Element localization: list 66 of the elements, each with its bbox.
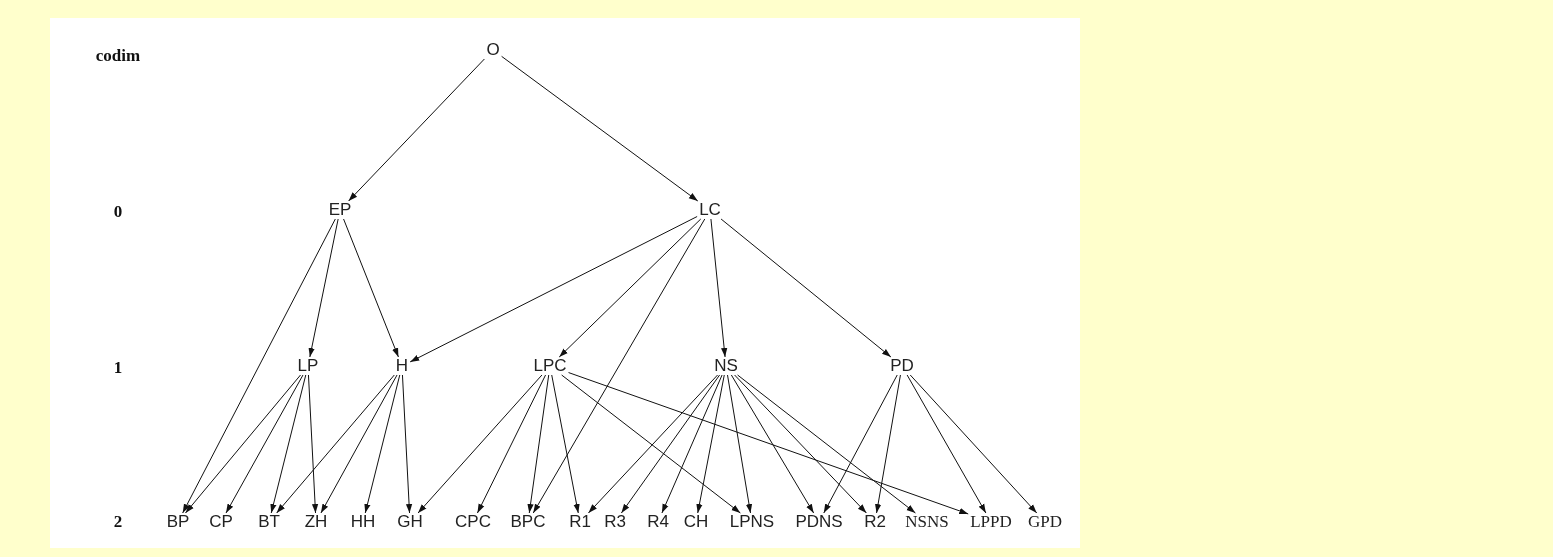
node-label: H <box>394 357 410 375</box>
arrow <box>720 218 892 358</box>
node-label: LPPD <box>969 513 1013 531</box>
arrow <box>532 218 706 514</box>
arrow <box>276 374 395 514</box>
arrow <box>558 218 702 358</box>
arrow <box>182 218 336 514</box>
arrow <box>906 374 987 514</box>
node-label: LPC <box>532 357 568 375</box>
arrow <box>308 218 339 358</box>
arrow <box>661 374 723 514</box>
arrow <box>501 55 699 202</box>
node-label: CH <box>682 513 710 531</box>
arrow <box>476 374 547 514</box>
arrow <box>710 218 728 358</box>
arrow <box>620 374 721 514</box>
level-number: 0 <box>113 203 123 221</box>
node-label: BT <box>257 513 281 531</box>
arrow <box>348 58 485 202</box>
node-label: ZH <box>303 513 329 531</box>
node-label: GH <box>396 513 424 531</box>
arrow <box>343 218 399 358</box>
arrow <box>185 374 301 514</box>
arrow <box>527 374 550 514</box>
node-label: BPC <box>509 513 547 531</box>
node-label: LPNS <box>728 513 776 531</box>
arrow <box>364 374 401 514</box>
arrow <box>320 374 398 514</box>
arrow <box>734 374 867 514</box>
node-label: LP <box>296 357 320 375</box>
arrow <box>727 374 753 514</box>
arrow <box>409 216 698 363</box>
arrow <box>909 374 1038 514</box>
node-label: HH <box>349 513 377 531</box>
arrow <box>417 374 543 514</box>
arrow <box>696 374 725 514</box>
arrow <box>568 372 969 515</box>
node-label: PDNS <box>794 513 844 531</box>
node-label: R2 <box>863 513 887 531</box>
level-number: 1 <box>113 359 123 377</box>
node-label: EP <box>327 201 353 219</box>
node-label: R3 <box>603 513 627 531</box>
arrow <box>270 374 307 514</box>
node-label: CPC <box>454 513 492 531</box>
node-label: GPD <box>1027 513 1063 531</box>
node-label: O <box>485 41 501 59</box>
arrow <box>551 374 580 514</box>
node-label: PD <box>889 357 915 375</box>
arrow <box>401 374 413 514</box>
axis-title: codim <box>95 47 141 65</box>
arrow <box>823 374 898 514</box>
node-label: R1 <box>568 513 592 531</box>
arrow <box>587 374 719 514</box>
arrow <box>737 374 916 514</box>
node-label: LC <box>698 201 722 219</box>
arrow <box>561 374 741 514</box>
node-label: BP <box>165 513 191 531</box>
arrow <box>730 374 815 514</box>
node-label: R4 <box>646 513 670 531</box>
arrow <box>875 374 901 514</box>
arrow <box>225 374 304 514</box>
node-label: NS <box>713 357 739 375</box>
arrow <box>307 374 319 514</box>
node-label: CP <box>208 513 234 531</box>
level-number: 2 <box>113 513 123 531</box>
node-label: NSNS <box>904 513 950 531</box>
